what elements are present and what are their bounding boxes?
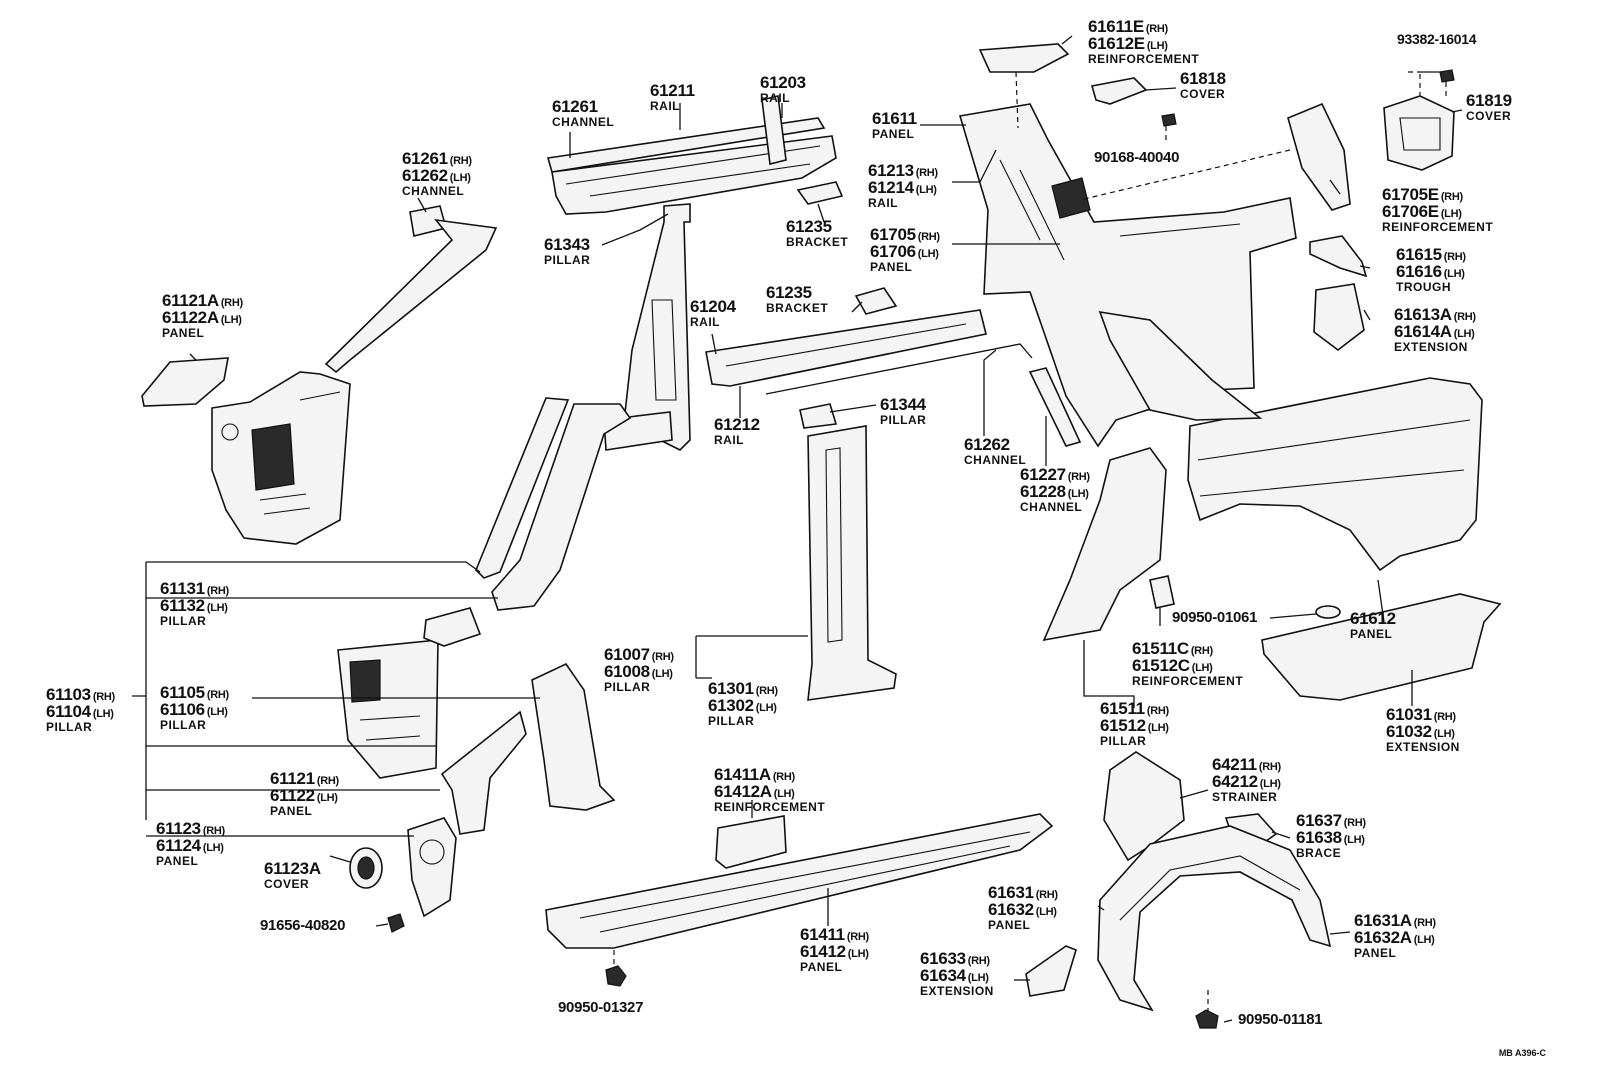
callout-61612: 61612 PANEL — [1350, 609, 1396, 641]
rocker-reinforcement-part — [715, 815, 787, 869]
leader-lines — [132, 35, 1463, 1023]
strainer-part — [1103, 751, 1185, 862]
callout-61235-b: 61235 BRACKET — [766, 283, 829, 315]
diagram-code: MB A396-C — [1498, 1048, 1546, 1058]
callout-61819: 61819 COVER — [1466, 91, 1512, 123]
callout-61261: 61261 CHANNEL — [552, 97, 615, 129]
callout-61227: 61227(RH) 61228(LH) CHANNEL — [1020, 465, 1090, 514]
bracket-lower-part — [854, 287, 898, 315]
nut-front-part — [605, 965, 627, 987]
callout-61613a: 61613A(RH) 61614A(LH) EXTENSION — [1394, 305, 1476, 354]
callout-61411: 61411(RH) 61412(LH) PANEL — [800, 925, 869, 974]
callout-61344: 61344 PILLAR — [880, 395, 927, 427]
bolt-part — [387, 913, 405, 933]
nut-rear-part — [1195, 1009, 1219, 1029]
callout-61261-rh: 61261(RH) 61262(LH) CHANNEL — [402, 149, 472, 198]
bracket-part — [796, 181, 844, 205]
screw-part — [1161, 113, 1177, 127]
callout-61121: 61121(RH) 61122(LH) PANEL — [270, 769, 339, 818]
callout-61105: 61105(RH) 61106(LH) PILLAR — [160, 683, 229, 732]
quarter-upper-reinforcement-part — [978, 43, 1070, 73]
cowl-panel-part — [141, 357, 229, 407]
callout-61213: 61213(RH) 61214(LH) RAIL — [868, 161, 938, 210]
callout-61123: 61123(RH) 61124(LH) PANEL — [156, 819, 225, 868]
roof-rail-part — [546, 95, 837, 215]
callout-61262: 61262 CHANNEL — [964, 435, 1027, 467]
wheel-housing-part — [1097, 825, 1332, 1012]
callout-61204: 61204 RAIL — [690, 297, 736, 329]
callout-61633: 61633(RH) 61634(LH) EXTENSION — [920, 949, 994, 998]
callout-61031: 61031(RH) 61032(LH) EXTENSION — [1386, 705, 1460, 754]
callout-61705e: 61705E(RH) 61706E(LH) REINFORCEMENT — [1382, 185, 1494, 234]
callout-61631a: 61631A(RH) 61632A(LH) PANEL — [1354, 911, 1436, 960]
housing-extension-part — [1025, 945, 1077, 997]
callout-61301: 61301(RH) 61302(LH) PILLAR — [708, 679, 778, 728]
callout-61818: 61818 COVER — [1180, 69, 1226, 101]
cover-plug-part — [349, 847, 383, 889]
callout-61212: 61212 RAIL — [714, 415, 760, 447]
callout-61007: 61007(RH) 61008(LH) PILLAR — [604, 645, 674, 694]
callout-61235-a: 61235 BRACKET — [786, 217, 849, 249]
plug-part — [1315, 605, 1341, 619]
rear-extension-part — [1261, 593, 1502, 701]
callout-61211: 61211 RAIL — [650, 81, 695, 113]
callout-90950-01061: 90950-01061 — [1172, 609, 1258, 626]
callout-61511: 61511(RH) 61512(LH) PILLAR — [1100, 699, 1169, 748]
callout-61121a: 61121A(RH) 61122A(LH) PANEL — [162, 291, 243, 340]
callout-64211: 64211(RH) 64212(LH) STRAINER — [1212, 755, 1281, 804]
callout-61637: 61637(RH) 61638(LH) BRACE — [1296, 811, 1366, 860]
callout-90950-01327: 90950-01327 — [558, 999, 644, 1016]
callout-61343: 61343 PILLAR — [544, 235, 591, 267]
callout-61511c: 61511C(RH) 61512C(LH) REINFORCEMENT — [1132, 639, 1244, 688]
callout-90950-01181: 90950-01181 — [1238, 1011, 1323, 1028]
rear-reinforcement-part — [1287, 102, 1351, 211]
callout-61631: 61631(RH) 61632(LH) PANEL — [988, 883, 1058, 932]
rocker-panel-part — [545, 813, 1054, 949]
callout-61411a: 61411A(RH) 61412A(LH) REINFORCEMENT — [714, 765, 826, 814]
center-pillar-lower-part — [799, 403, 897, 701]
trough-part — [1309, 235, 1368, 278]
quarter-outer-panel-part — [1098, 310, 1483, 572]
callout-61103: 61103(RH) 61104(LH) PILLAR — [46, 685, 115, 734]
kick-panel-part — [440, 710, 527, 835]
callout-61123a: 61123A COVER — [264, 859, 321, 891]
rocker-front-panel-part — [407, 817, 457, 918]
cover-small-part — [1090, 77, 1148, 105]
pillar-reinforcement-small-part — [1149, 575, 1175, 609]
quarter-channel-part — [1028, 367, 1082, 447]
callout-91656: 91656-40820 — [260, 917, 346, 934]
front-pillar-part — [475, 397, 632, 611]
cover-large-part — [1383, 95, 1455, 171]
front-pillar-upper-part — [324, 205, 498, 374]
callout-93382: 93382-16014 — [1397, 31, 1477, 47]
hinge-pillar-part — [337, 607, 482, 779]
rear-pillar-lower-part — [1042, 447, 1167, 642]
pillar-reinforcement-part — [531, 662, 616, 811]
callout-90168: 90168-40040 — [1094, 149, 1180, 166]
callout-61705: 61705(RH) 61706(LH) PANEL — [870, 225, 940, 274]
callout-61131: 61131(RH) 61132(LH) PILLAR — [160, 579, 229, 628]
clip-top-part — [1439, 69, 1455, 83]
extension-part — [1313, 283, 1365, 352]
callout-61611e: 61611E(RH) 61612E(LH) REINFORCEMENT — [1088, 17, 1200, 66]
callout-61611: 61611 PANEL — [872, 109, 917, 141]
callout-61203: 61203 RAIL — [760, 73, 806, 105]
callout-61615: 61615(RH) 61616(LH) TROUGH — [1396, 245, 1466, 294]
quarter-inner-panel-part — [958, 103, 1297, 448]
front-body-pillar-part — [211, 371, 351, 545]
side-rail-part — [705, 309, 1033, 395]
